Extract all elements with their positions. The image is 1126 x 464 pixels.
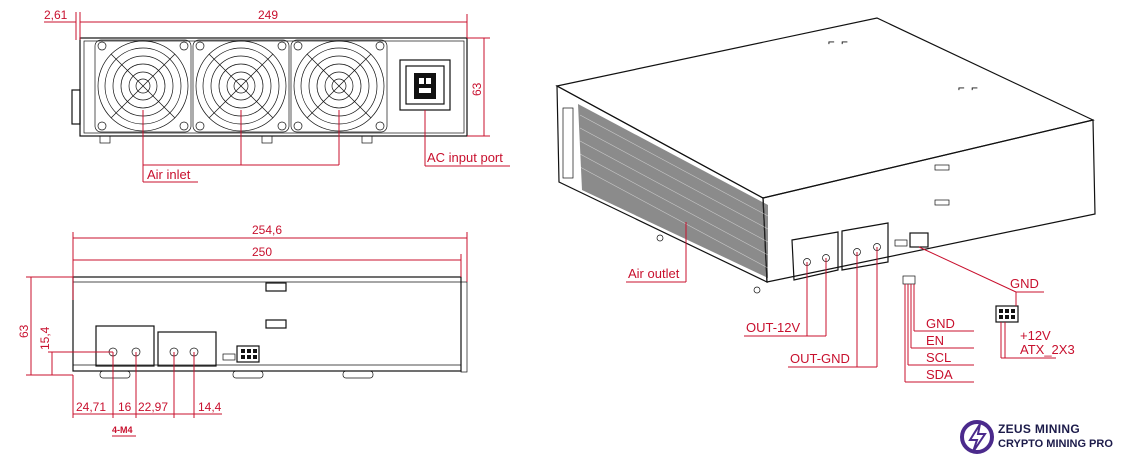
label-sig-en: EN <box>926 333 944 348</box>
fan-3 <box>290 39 388 133</box>
dim-bottom-4: 14,4 <box>198 400 222 414</box>
label-atx-12v: +12V <box>1020 328 1051 343</box>
front-view: 2,61 249 63 Air inlet AC input port <box>44 8 510 183</box>
dim-side-height: 63 <box>17 324 31 338</box>
svg-text:⌐ ⌐: ⌐ ⌐ <box>958 82 978 95</box>
zeus-mining-logo <box>960 420 994 454</box>
dim-top-width: 249 <box>258 8 278 22</box>
label-out-12v: OUT-12V <box>746 320 801 335</box>
dim-side-width: 250 <box>252 245 272 259</box>
dim-top-height: 63 <box>470 82 484 96</box>
dim-side-port-height: 15,4 <box>38 326 52 350</box>
dim-bottom-2: 16 <box>118 400 132 414</box>
label-sig-gnd: GND <box>926 316 955 331</box>
side-view: 254,6 250 63 15,4 24,71 16 22,97 14,4 4-… <box>17 223 468 437</box>
dim-screw-note: 4-M4 <box>112 425 133 435</box>
label-atx-name: ATX_2X3 <box>1020 342 1075 357</box>
svg-text:⌐ ⌐: ⌐ ⌐ <box>828 36 848 49</box>
dim-side-total-width: 254,6 <box>252 223 282 237</box>
brand-line-1: ZEUS MINING <box>998 422 1080 436</box>
label-sig-sda: SDA <box>926 367 953 382</box>
dim-bottom-1: 24,71 <box>76 400 106 414</box>
dim-top-offset: 2,61 <box>44 8 68 22</box>
label-out-gnd: OUT-GND <box>790 351 850 366</box>
label-air-inlet: Air inlet <box>147 167 191 182</box>
label-air-outlet: Air outlet <box>628 266 680 281</box>
label-sig-scl: SCL <box>926 350 951 365</box>
label-ac-input-port: AC input port <box>427 150 503 165</box>
isometric-view: ⌐ ⌐ ⌐ ⌐ Air outlet OUT-12V OUT-GND <box>555 17 1096 383</box>
dim-bottom-3: 22,97 <box>138 400 168 414</box>
brand-line-2: CRYPTO MINING PRO <box>998 438 1113 450</box>
brand-block: ZEUS MINING CRYPTO MINING PRO <box>960 416 1120 460</box>
ac-input-port <box>399 59 451 111</box>
label-atx-gnd: GND <box>1010 276 1039 291</box>
